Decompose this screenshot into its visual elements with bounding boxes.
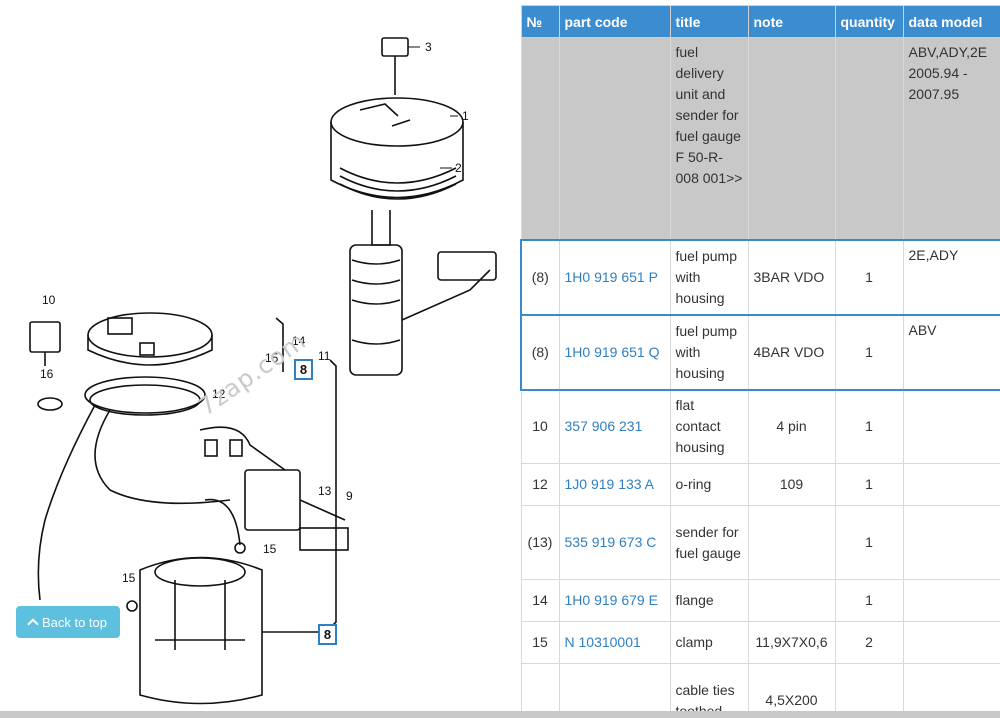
cell-note (747, 505, 836, 580)
cell-number: 10 (520, 389, 560, 464)
cell-number (520, 663, 560, 718)
table-header: № part code title note quantity data mod… (520, 5, 1000, 38)
parts-table: № part code title note quantity data mod… (520, 5, 1000, 718)
part-code-link[interactable]: 357 906 231 (564, 418, 643, 435)
col-data-model[interactable]: data model (902, 5, 1000, 38)
back-to-top-label: Back to top (41, 614, 108, 630)
cell-note: 11,9X7X0,6 (747, 621, 836, 664)
cell-number (520, 37, 560, 240)
label-15-lower: 15 (122, 571, 136, 585)
col-quantity[interactable]: quantity (834, 5, 904, 38)
cell-quantity: 1 (834, 579, 904, 622)
cell-data-model: ABV,ADY,2E 2005.94 - 2007.95 (902, 37, 1000, 240)
cell-data-model: 2E,ADY (902, 238, 1000, 316)
cell-data-model (902, 463, 1000, 506)
label-3: 3 (425, 40, 432, 54)
table-row[interactable]: 14 1H0 919 679 E flange 1 (520, 579, 1000, 622)
cell-quantity: 1 (834, 313, 904, 391)
cell-quantity: 1 (834, 389, 904, 464)
chevron-up-icon (27, 617, 39, 630)
col-note[interactable]: note (747, 5, 836, 38)
cell-note: 4 pin (747, 389, 836, 464)
table-row[interactable]: cable ties toothed 4,5X200 (520, 663, 1000, 718)
label-11: 11 (318, 349, 331, 363)
cell-quantity: 1 (834, 505, 904, 580)
part-code-link[interactable]: 1H0 919 651 Q (564, 343, 660, 360)
table-row[interactable]: (8) 1H0 919 651 Q fuel pump with housing… (520, 313, 1000, 391)
table-row[interactable]: 10 357 906 231 flat contact housing 4 pi… (520, 389, 1000, 464)
part-code-link[interactable]: 1J0 919 133 A (564, 476, 655, 492)
cell-title: o-ring (669, 463, 749, 506)
cell-note (747, 579, 836, 622)
cell-data-model (902, 621, 1000, 664)
cell-data-model (902, 389, 1000, 464)
part-code-link[interactable]: 535 919 673 C (564, 534, 657, 550)
cell-title: fuel delivery unit and sender for fuel g… (669, 37, 749, 240)
cell-data-model (902, 579, 1000, 622)
label-14: 14 (292, 334, 306, 348)
cell-note: 3BAR VDO (747, 238, 836, 316)
cell-note (747, 37, 836, 240)
back-to-top-button[interactable]: Back to top (16, 606, 120, 638)
cell-number: (13) (520, 505, 560, 580)
label-15-upper: 15 (265, 351, 279, 365)
cell-title: cable ties toothed (669, 663, 749, 718)
cell-quantity (834, 37, 904, 240)
exploded-view-drawing: 3 1 2 10 14 15 11 16 12 13 9 15 15 (29, 37, 497, 705)
cell-title: sender for fuel gauge (669, 505, 749, 580)
cell-title: clamp (669, 621, 749, 664)
table-row[interactable]: (8) 1H0 919 651 P fuel pump with housing… (520, 238, 1000, 316)
cell-title: flange (669, 579, 749, 622)
cell-title: flat contact housing (669, 389, 749, 464)
parts-table-pane: № part code title note quantity data mod… (520, 5, 1000, 718)
label-2: 2 (455, 161, 462, 175)
cell-quantity: 1 (834, 463, 904, 506)
parts-diagram: 3 1 2 10 14 15 11 16 12 13 9 15 15 7zap.… (29, 37, 497, 705)
table-row[interactable]: 12 1J0 919 133 A o-ring 109 1 (520, 463, 1000, 506)
label-9: 9 (346, 489, 353, 503)
label-16: 16 (40, 367, 54, 381)
part-code-link[interactable]: 1H0 919 679 E (564, 592, 658, 608)
cell-quantity: 1 (834, 238, 904, 316)
cell-number: 15 (520, 621, 560, 664)
cell-data-model: ABV (902, 313, 1000, 391)
label-1: 1 (462, 109, 469, 123)
col-number[interactable]: № (520, 5, 560, 38)
cell-number: 12 (520, 463, 560, 506)
cell-note: 4,5X200 (747, 663, 836, 718)
cell-quantity (834, 663, 904, 718)
cell-part-code (558, 663, 671, 718)
cell-title: fuel pump with housing (669, 313, 749, 391)
cell-number: 14 (520, 579, 560, 622)
label-12: 12 (212, 387, 226, 401)
table-row-group: fuel delivery unit and sender for fuel g… (520, 37, 1000, 240)
cell-number: (8) (520, 313, 560, 391)
table-row[interactable]: 15 N 10310001 clamp 11,9X7X0,6 2 (520, 621, 1000, 664)
callout-8-upper[interactable]: 8 (294, 359, 313, 380)
horizontal-scrollbar[interactable] (0, 711, 1000, 718)
cell-title: fuel pump with housing (669, 238, 749, 316)
cell-quantity: 2 (834, 621, 904, 664)
cell-number: (8) (520, 238, 560, 316)
cell-data-model (902, 505, 1000, 580)
part-code-link[interactable]: 1H0 919 651 P (564, 268, 658, 285)
label-13: 13 (318, 484, 332, 498)
cell-note: 109 (747, 463, 836, 506)
col-title[interactable]: title (669, 5, 749, 38)
cell-note: 4BAR VDO (747, 313, 836, 391)
callout-8-lower[interactable]: 8 (318, 624, 337, 645)
col-part-code[interactable]: part code (558, 5, 671, 38)
cell-part-code (558, 37, 671, 240)
table-row[interactable]: (13) 535 919 673 C sender for fuel gauge… (520, 505, 1000, 580)
cell-data-model (902, 663, 1000, 718)
label-10: 10 (42, 293, 56, 307)
label-15-middle: 15 (263, 542, 277, 556)
part-code-link[interactable]: N 10310001 (564, 634, 641, 650)
